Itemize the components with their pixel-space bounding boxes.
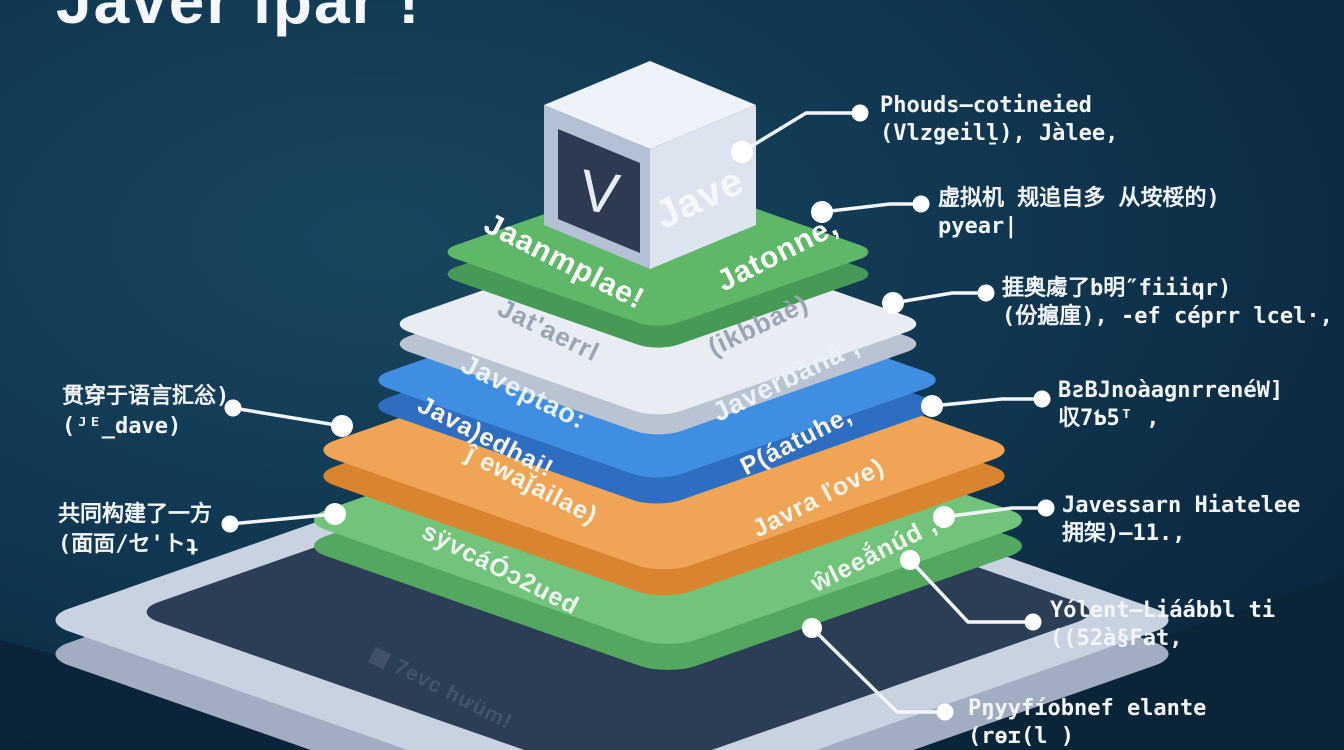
callout-dot-r1-anchor — [731, 141, 753, 163]
callouts-left: 贯穿于语言㧟忩) (ᴶᴱ_dave) 共同构建了一方 (面靣/セ'トʇ — [58, 383, 229, 557]
callout-r3-line2: (份㨭㢆), -ef céprr lcel·, — [1002, 303, 1333, 329]
callout-l1-line2: (ᴶᴱ_dave) — [62, 414, 181, 439]
callout-line-r4 — [931, 397, 1042, 408]
callout-r3-line1: 捱奥䖏了b明″fiiiqr) — [1002, 275, 1231, 301]
callout-dot-r6-anchor — [900, 550, 920, 570]
callout-dot-r3-end — [977, 284, 995, 302]
callout-line-r7 — [810, 626, 945, 714]
callout-line-l1 — [232, 406, 343, 428]
callout-line-l2 — [229, 512, 336, 526]
callout-dot-l1-end — [224, 399, 242, 417]
callout-r5-line2: 拥架)—11., — [1062, 520, 1185, 546]
callout-r1-line2: (Vlzgeilḻ), Jàlee, — [880, 121, 1118, 146]
callout-l1-line1: 贯穿于语言㧟忩) — [62, 383, 229, 409]
cube: V Jave — [544, 61, 756, 269]
callout-r6-line2: ((52à§Fat, — [1050, 626, 1182, 651]
cube-right-face — [650, 105, 756, 269]
callout-dot-r2-anchor — [811, 201, 833, 223]
callout-l2-line1: 共同构建了一方 — [58, 501, 212, 527]
callout-line-r2 — [821, 202, 921, 214]
callout-dot-l2-end — [221, 515, 239, 533]
callouts-right: Phouds–cotineied (Vlzgeilḻ), Jàlee, 虚拟机 … — [880, 93, 1333, 749]
callout-dot-r3-anchor — [882, 292, 904, 314]
callout-r2-line2: pyear| — [938, 214, 1017, 239]
callout-r4-line2: 収7Ƅ5ᵀ , — [1058, 406, 1159, 431]
callout-r7-line1: Pŋyyfíobnef elante — [968, 696, 1206, 721]
callout-dot-l1-anchor — [331, 415, 353, 437]
callout-line-r1 — [741, 111, 860, 154]
callout-dot-r6-end — [1024, 613, 1042, 631]
callout-dot-r5-end — [1037, 499, 1055, 517]
callout-dot-r2-end — [912, 195, 930, 213]
base-notch — [890, 641, 968, 675]
callout-line-r3 — [892, 291, 986, 305]
callout-r5-line1: Javessarn Hiatelee — [1062, 493, 1300, 518]
callout-r7-line2: (rөɪ(l ) — [968, 724, 1074, 749]
callout-dot-r5-anchor — [933, 506, 955, 528]
callout-line-r5 — [943, 506, 1046, 519]
callout-dot-r7-end — [936, 703, 954, 721]
callout-dot-r7-anchor — [802, 618, 822, 638]
callout-dot-r4-end — [1033, 390, 1051, 408]
callout-connectors — [221, 104, 1055, 721]
callout-r6-line1: Yólent—Liáábbl ti — [1050, 598, 1275, 623]
callout-line-r6 — [908, 558, 1033, 624]
cube-logo-panel — [558, 129, 640, 253]
page-title: Javer ipar ! — [56, 0, 422, 37]
callout-dot-r1-end — [851, 104, 869, 122]
callout-dot-l2-anchor — [324, 503, 346, 525]
callout-dot-r4-anchor — [921, 395, 943, 417]
callout-r1-line1: Phouds–cotineied — [880, 93, 1092, 118]
callout-r4-line1: BƨBJnoàagnrrenéW] — [1058, 378, 1283, 403]
callout-r2-line1: 虚拟机 规追自多 从垵桵的) — [938, 185, 1220, 211]
callout-l2-line2: (面靣/セ'トʇ — [58, 532, 199, 557]
